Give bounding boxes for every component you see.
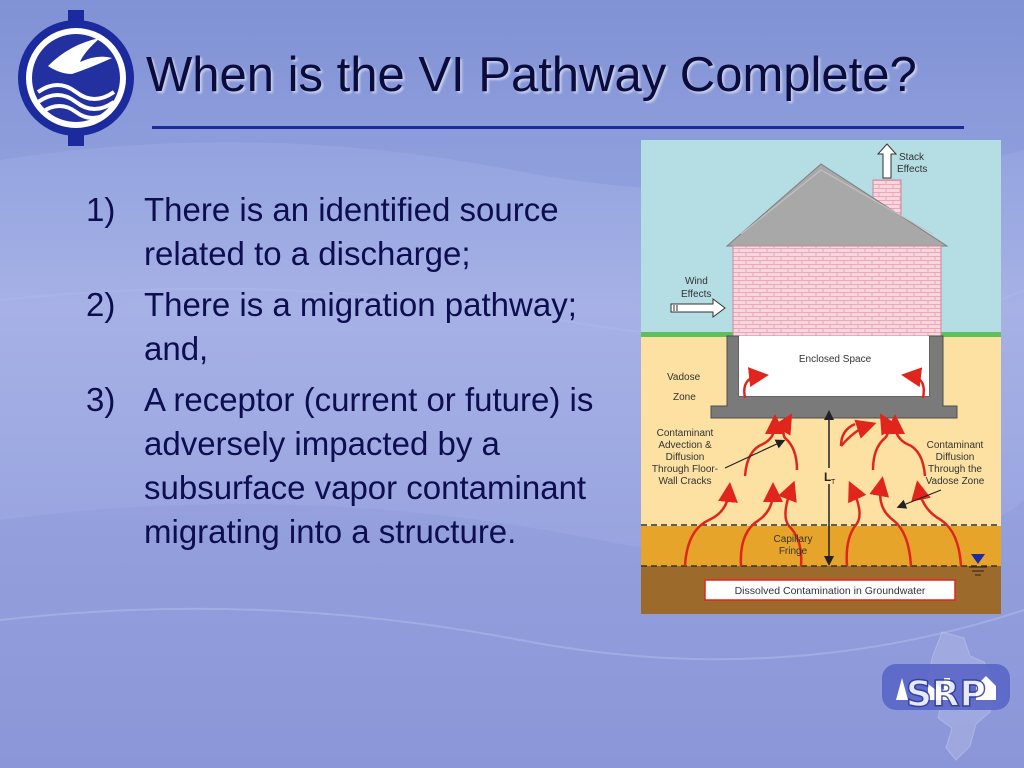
state-seal-logo [18, 10, 134, 146]
svg-text:Advection &: Advection & [658, 440, 712, 451]
slide-title: When is the VI Pathway Complete? [146, 48, 917, 102]
house-walls [732, 245, 942, 337]
wind-effects-arrow [670, 298, 726, 318]
svg-text:Contaminant: Contaminant [657, 428, 714, 439]
svg-text:Through Floor-: Through Floor- [652, 464, 718, 475]
advection-label: Contaminant Advection & Diffusion Throug… [652, 428, 718, 487]
list-text: A receptor (current or future) is advers… [144, 381, 594, 550]
svg-text:Diffusion: Diffusion [936, 452, 975, 463]
distance-subscript: T [831, 479, 836, 486]
vadose-zone-label-line: Zone [673, 392, 696, 403]
title-underline [152, 126, 964, 129]
enclosed-space-area [739, 336, 929, 396]
capillary-fringe-label-line: Fringe [779, 546, 808, 557]
factory-icon [928, 678, 950, 700]
enclosed-space-label: Enclosed Space [799, 354, 872, 365]
list-number: 3) [86, 381, 116, 418]
svg-text:Through the: Through the [928, 464, 982, 475]
diffusion-label: Contaminant Diffusion Through the Vadose… [926, 440, 985, 487]
wind-effects-label-line: Wind [685, 276, 708, 287]
capillary-fringe-band [641, 526, 1001, 566]
distance-label: L [824, 470, 831, 484]
list-text: There is an identified source related to… [144, 191, 559, 272]
vapor-migration-arrows [683, 413, 963, 567]
stack-effects-arrow [876, 143, 898, 179]
groundwater-label: Dissolved Contamination in Groundwater [735, 585, 926, 597]
list-item: 2) There is a migration pathway; and, [86, 283, 634, 371]
groundwater-label-box [704, 579, 956, 601]
vadose-zone-label-line: Vadose [667, 372, 701, 383]
vapor-intrusion-diagram: Stack Effects Wind Effects Enclosed Spac… [641, 140, 1001, 614]
list-item: 1) There is an identified source related… [86, 188, 634, 276]
srp-logo: SRP [882, 631, 1010, 761]
capillary-fringe-label-line: Capillary [774, 534, 813, 545]
svg-text:Diffusion: Diffusion [666, 452, 705, 463]
list-number: 2) [86, 286, 116, 323]
list-item: 3) A receptor (current or future) is adv… [86, 378, 634, 554]
condition-list: 1) There is an identified source related… [86, 188, 634, 561]
wind-effects-label-line: Effects [681, 289, 711, 300]
water-table-icon [969, 554, 987, 576]
tree-icon [896, 678, 908, 700]
svg-text:Contaminant: Contaminant [927, 440, 984, 451]
bird-icon [48, 38, 112, 74]
stack-effects-label-line: Effects [897, 164, 927, 175]
house-icon [976, 676, 996, 700]
stack-effects-label-line: Stack [899, 152, 925, 163]
srp-logo-text: SRP [906, 674, 986, 715]
list-number: 1) [86, 191, 116, 228]
svg-text:Wall Cracks: Wall Cracks [659, 476, 712, 487]
list-text: There is a migration pathway; and, [144, 286, 577, 367]
svg-text:Vadose Zone: Vadose Zone [926, 476, 985, 487]
